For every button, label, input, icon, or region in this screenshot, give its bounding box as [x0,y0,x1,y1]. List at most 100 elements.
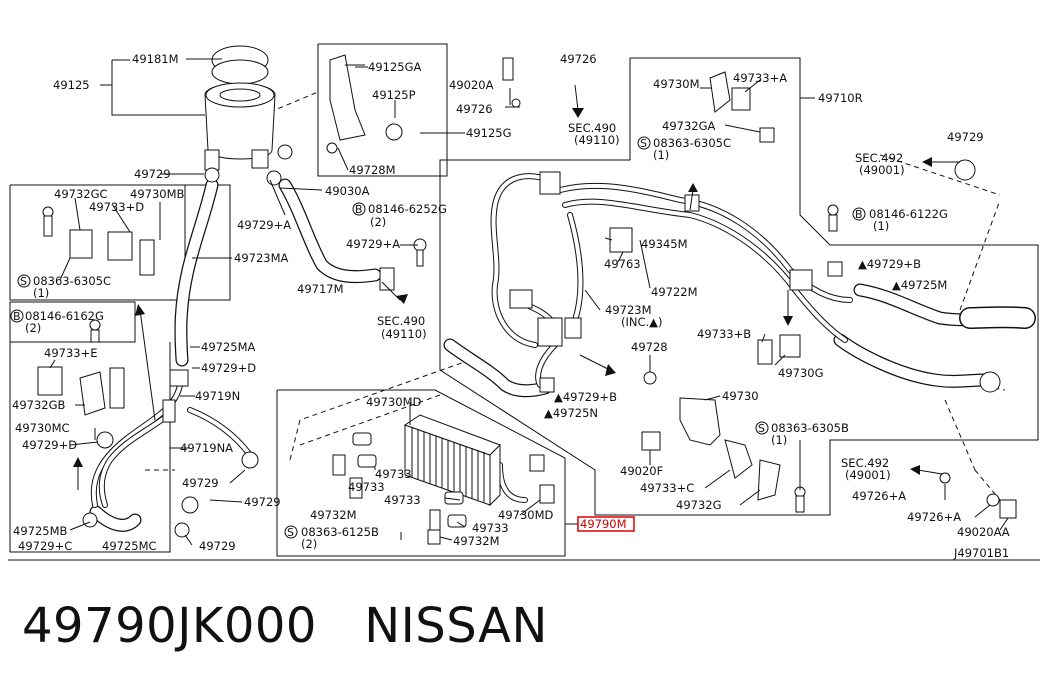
label-49733a: 49733+A [733,71,787,85]
label-49733c: 49733+C [640,481,694,495]
hoses [89,178,1036,532]
label-49125p: 49125P [372,88,416,102]
label-49723m: 49723M [605,303,652,317]
label-49125g: 49125G [466,126,512,140]
label-sec490-top: SEC.490 [568,121,616,135]
label-49729d-2: 49729+D [22,438,77,452]
label-49725m: ▲49725M [892,278,947,292]
caption-part-number: 49790JK000 [22,598,317,654]
label-sec490-top-sub: (49110) [574,133,620,147]
label-08363-6305b-qty: (1) [771,433,787,447]
label-sec492-top-sub: (49001) [859,163,905,177]
label-49726-mid: 49726 [456,102,493,116]
reservoir-bracket [326,54,403,154]
label-49125ga: 49125GA [368,60,421,74]
label-49729-e: 49729 [947,130,984,144]
label-49730g: 49730G [778,366,824,380]
label-49732g: 49732G [676,498,722,512]
label-08146-6162g-qty: (2) [25,321,41,335]
label-49726a-1: 49726+A [852,489,906,503]
label-49726a-2: 49726+A [907,510,961,524]
label-08363-6305c-left-qty: (1) [33,286,49,300]
label-49729b-2: ▲49729+B [554,390,617,404]
label-sec492-bot-sub: (49001) [845,468,891,482]
bolt-marker-text-1: B [355,203,363,216]
label-49732gc: 49732GC [54,187,108,201]
leader-lines [49,58,1009,546]
label-49733-3: 49733 [384,493,421,507]
label-49729-c: 49729 [244,495,281,509]
label-49733-1: 49733 [375,467,412,481]
label-49733e: 49733+E [44,346,98,360]
bolt-marker-b-3 [852,207,866,221]
label-49729-d: 49729 [199,539,236,553]
label-08146-6162g: 08146-6162G [25,309,104,323]
label-49790m-highlighted: 49790M [580,517,627,531]
label-49723m-inc: (INC.▲) [621,315,663,329]
label-49725ma: 49725MA [201,340,256,354]
label-49020aa: 49020AA [957,525,1010,539]
label-08146-6122g: 08146-6122G [869,207,948,221]
label-49732gb: 49732GB [12,398,65,412]
bolt-marker-text-6: B [855,208,863,221]
label-49710r: 49710R [818,91,863,105]
label-sec492-top: SEC.492 [855,151,903,165]
label-08363-6125b: 08363-6125B [301,525,379,539]
label-49725n: ▲49725N [544,406,598,420]
label-49719na: 49719NA [180,441,233,455]
cooler-fins [411,428,485,502]
label-08146-6252g-qty: (2) [370,215,386,229]
oil-cooler [332,414,555,545]
label-49732ga: 49732GA [662,119,715,133]
label-49729b-1: ▲49729+B [858,257,921,271]
label-49733-4: 49733 [472,521,509,535]
reservoir-tank [204,45,276,171]
bolt-markers: B S B S S B S [10,136,866,539]
label-08363-6305c-right: 08363-6305C [653,136,731,150]
label-49030a: 49030A [325,184,370,198]
label-49763: 49763 [604,257,641,271]
bolt-marker-text-4: S [287,526,294,539]
bolt-marker-text-7: S [758,422,765,435]
bolt-marker-s-3 [637,136,651,150]
label-08363-6125b-qty: (2) [301,537,317,551]
label-49725mb: 49725MB [13,524,68,538]
label-49729d-1: 49729+D [201,361,256,375]
label-49345m: 49345M [641,237,688,251]
label-08146-6252g: 08146-6252G [368,202,447,216]
bolt-marker-s-1 [17,274,31,288]
label-49730md-2: 49730MD [498,508,554,522]
highlight-box [577,516,635,532]
label-49717m: 49717M [297,282,344,296]
arrows [73,84,960,490]
bolt-marker-text-5: S [640,137,647,150]
label-49729a-1: 49729+A [237,218,291,232]
label-49729a-2: 49729+A [346,237,400,251]
label-diagram-code: J49701B1 [953,546,1009,560]
label-49125: 49125 [53,78,90,92]
label-49730: 49730 [722,389,759,403]
bolt-marker-s-2 [284,525,298,539]
label-sec492-bot: SEC.492 [841,456,889,470]
label-49722m: 49722M [651,285,698,299]
label-49733b: 49733+B [697,327,751,341]
label-49730mb: 49730MB [130,187,185,201]
label-49728: 49728 [631,340,668,354]
label-49733-2: 49733 [348,480,385,494]
label-08146-6122g-qty: (1) [873,219,889,233]
bolt-marker-b-2 [10,309,24,323]
part-labels: 49181M 49125 49125GA 49125P 49125G 49728… [12,52,1010,560]
label-49733d: 49733+D [89,200,144,214]
label-49719n: 49719N [195,389,240,403]
label-49020f: 49020F [620,464,663,478]
bolt-marker-text-2: S [20,275,27,288]
label-49725mc: 49725MC [102,539,157,553]
caption-brand: NISSAN [364,598,548,654]
label-49729-a: 49729 [134,167,171,181]
bolt-marker-text-3: B [13,310,21,323]
label-49732m-2: 49732M [453,534,500,548]
label-49020a: 49020A [449,78,494,92]
bolt-marker-s-4 [755,421,769,435]
label-08363-6305c-left: 08363-6305C [33,274,111,288]
